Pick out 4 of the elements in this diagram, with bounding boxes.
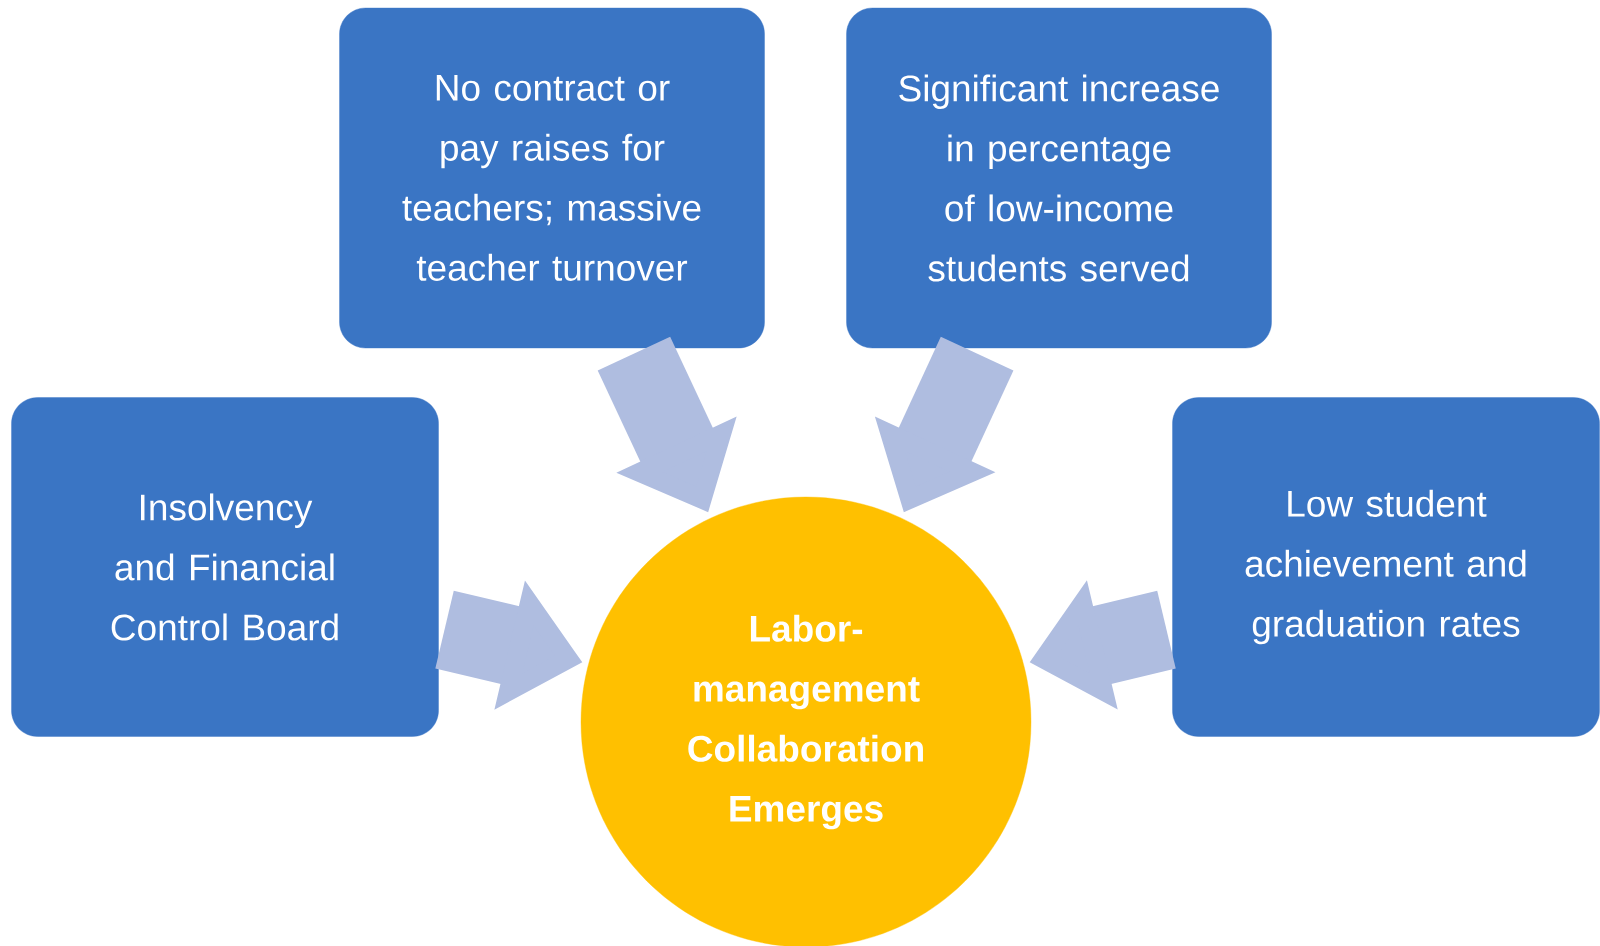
cause-box: Insolvency and Financial Control Board [11,397,439,737]
cause-box: Significant increase in percentage of low-income students served [846,7,1272,349]
cause-box: No contract or pay raises for teachers; massive teacher turnover [339,7,765,349]
cause-box: Low student achievement and graduation rates [1172,397,1600,737]
